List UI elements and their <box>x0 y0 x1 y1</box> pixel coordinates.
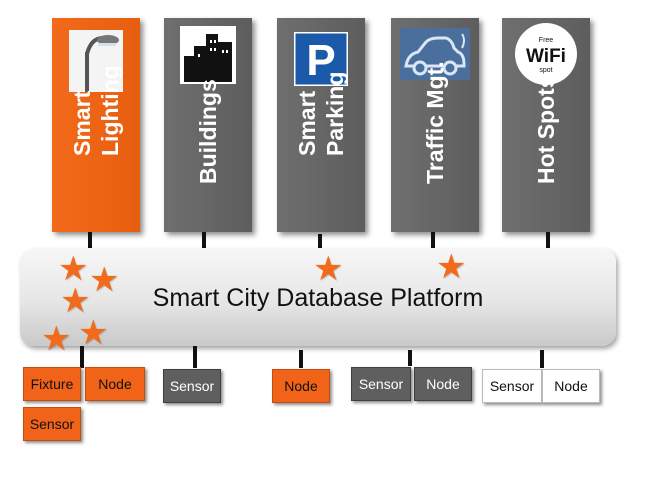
component-sensor: Sensor <box>163 369 221 403</box>
connector-stem <box>80 346 84 368</box>
pillar-buildings: Buildings <box>164 18 252 232</box>
pillar-label: Traffic Mgt. <box>422 61 448 184</box>
star-icon: ★ <box>41 320 72 358</box>
component-node: Node <box>85 367 145 401</box>
connector-stem <box>202 232 206 248</box>
connector-stem <box>88 232 92 248</box>
pillar-label: Buildings <box>195 79 221 184</box>
connector-stem <box>540 350 544 368</box>
component-node: Node <box>542 369 600 403</box>
electric-car-icon <box>400 28 470 85</box>
pillar-hot-spots: Free WiFi spot Hot Spots <box>502 18 590 232</box>
connector-stem <box>431 232 435 248</box>
parking-letter: P <box>306 36 335 85</box>
connector-stem <box>546 232 550 248</box>
parking-icon: P <box>292 30 350 91</box>
connector-stem <box>299 350 303 368</box>
platform-title: Smart City Database Platform <box>152 284 484 312</box>
pillar-label: Smart Parking <box>294 71 348 156</box>
star-icon: ★ <box>60 282 91 320</box>
connector-stem <box>408 350 412 366</box>
pillar-label: Smart Lighting <box>69 65 123 156</box>
wifi-badge-main: WiFi <box>526 46 566 67</box>
pillar-label: Hot Spots <box>533 75 559 184</box>
star-icon: ★ <box>436 248 467 286</box>
database-platform: Smart City Database Platform <box>20 248 616 346</box>
component-node: Node <box>414 367 472 401</box>
wifi-hotspot-icon: Free WiFi spot <box>514 22 578 91</box>
component-sensor: Sensor <box>23 407 81 441</box>
star-icon: ★ <box>89 261 120 299</box>
connector-stem <box>193 346 197 368</box>
component-node: Node <box>272 369 330 403</box>
pillar-smart-parking: P Smart Parking <box>277 18 365 232</box>
street-light-icon <box>69 30 123 97</box>
pillar-traffic-mgt: Traffic Mgt. <box>391 18 479 232</box>
pillar-smart-lighting: Smart Lighting <box>52 18 140 232</box>
wifi-badge-bottom: spot <box>539 67 552 74</box>
buildings-icon <box>180 26 236 89</box>
component-fixture: Fixture <box>23 367 81 401</box>
star-icon: ★ <box>313 250 344 288</box>
star-icon: ★ <box>78 314 109 352</box>
component-sensor: Sensor <box>482 369 542 403</box>
connector-stem <box>318 234 322 248</box>
star-icon: ★ <box>58 250 89 288</box>
component-sensor: Sensor <box>351 367 411 401</box>
wifi-badge-top: Free <box>539 37 554 44</box>
